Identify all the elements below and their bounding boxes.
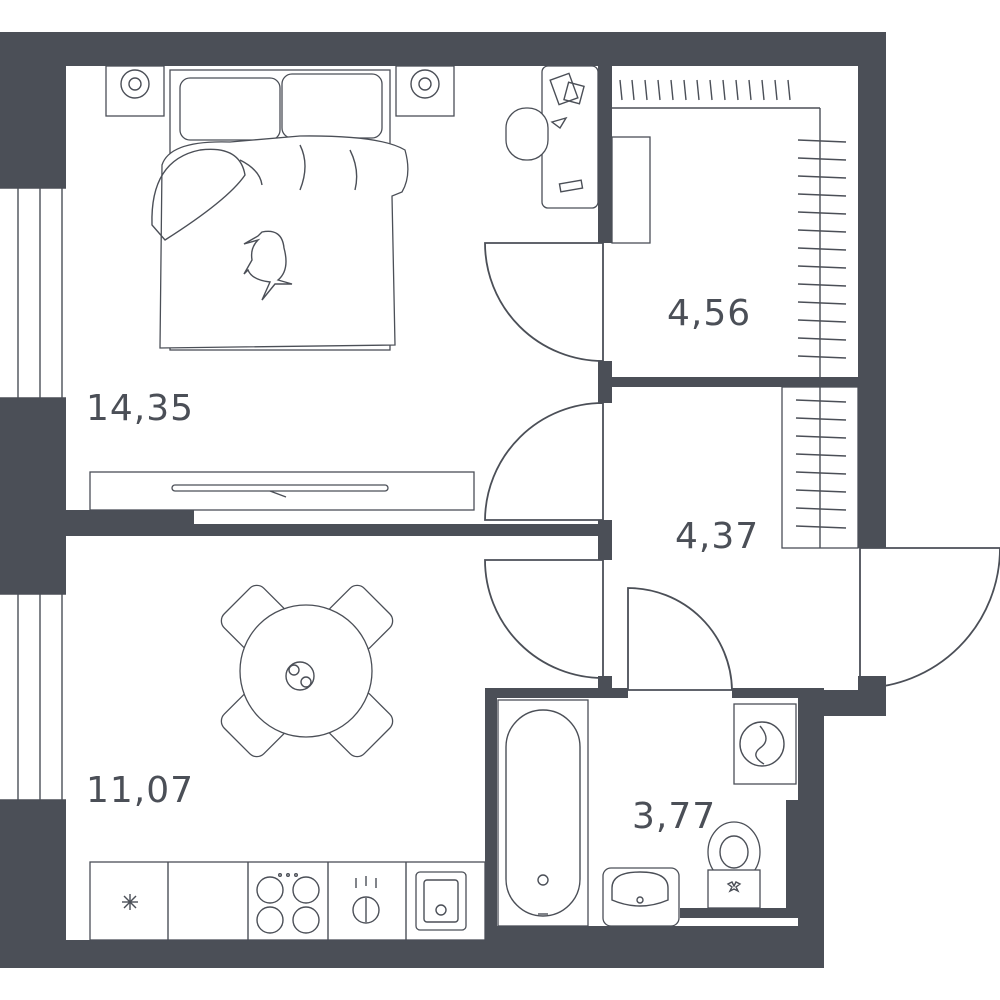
window-bedroom <box>0 187 66 399</box>
wall-bath-bottom <box>485 926 798 940</box>
bathtub <box>497 699 589 927</box>
wall-jamb-1 <box>598 520 612 560</box>
wardrobe-shelf <box>611 136 651 244</box>
toilet <box>707 821 761 909</box>
flower-vase-icon <box>285 661 315 691</box>
wall-wardrobe-bottom <box>598 377 858 387</box>
area-label-wardrobe: 4,56 <box>667 293 751 334</box>
tv <box>171 484 389 492</box>
blanket <box>159 135 409 349</box>
washbasin <box>602 867 680 927</box>
wall-bath-left <box>485 688 497 940</box>
area-label-kitchen-living: 11,07 <box>86 770 194 811</box>
fridge-snowflake-icon <box>122 894 138 910</box>
wall-partition-thin <box>194 524 604 536</box>
wall-bath-niche <box>786 800 798 918</box>
wall-bath-inner <box>680 908 798 918</box>
wardrobe-furniture <box>611 79 847 377</box>
dining-table <box>239 604 373 738</box>
hallway-closet <box>781 386 859 549</box>
nightstand-left <box>105 65 165 117</box>
wall-wardrobe-left <box>598 66 612 243</box>
dining-set <box>220 584 394 758</box>
hangers-top <box>612 79 821 377</box>
wall-jamb-2 <box>598 676 612 690</box>
doors <box>484 242 1000 691</box>
dishwasher-icon <box>352 876 380 924</box>
windows <box>0 187 66 801</box>
window-living <box>0 593 66 801</box>
pillow-left <box>179 77 281 141</box>
wall-partition-left <box>66 510 194 536</box>
area-label-bedroom: 14,35 <box>86 388 194 429</box>
area-labels: 14,35 4,56 4,37 11,07 3,77 <box>86 293 759 837</box>
wall-left-mid <box>0 398 66 594</box>
desk-chair <box>505 107 549 161</box>
door-bathroom[interactable] <box>627 587 733 691</box>
wall-bath-top <box>485 688 628 698</box>
sink <box>415 871 467 931</box>
wall-bath-top-right <box>732 688 824 698</box>
wall-right-lower <box>798 690 824 968</box>
wall-left-bottom <box>0 800 66 968</box>
door-bedroom[interactable] <box>484 242 604 362</box>
wall-right-upper <box>858 32 886 548</box>
bathroom-fixtures <box>497 699 797 927</box>
wall-bottom <box>0 940 824 968</box>
hangers-right <box>797 139 847 359</box>
cat-icon <box>243 230 293 301</box>
washing-machine <box>733 703 797 785</box>
area-label-bathroom: 3,77 <box>632 796 716 837</box>
door-living[interactable] <box>484 402 604 521</box>
stove <box>256 873 320 934</box>
kitchen <box>89 861 486 941</box>
bedroom-furniture <box>89 65 599 511</box>
desk <box>541 65 599 209</box>
pillow-right <box>281 73 383 139</box>
door-kitchen-swing[interactable] <box>484 559 604 679</box>
wall-left-top <box>0 32 66 188</box>
nightstand-right <box>395 65 455 117</box>
wall-top <box>0 32 886 66</box>
walls <box>0 32 886 968</box>
area-label-hallway: 4,37 <box>675 516 759 557</box>
door-entrance[interactable] <box>859 547 1000 689</box>
